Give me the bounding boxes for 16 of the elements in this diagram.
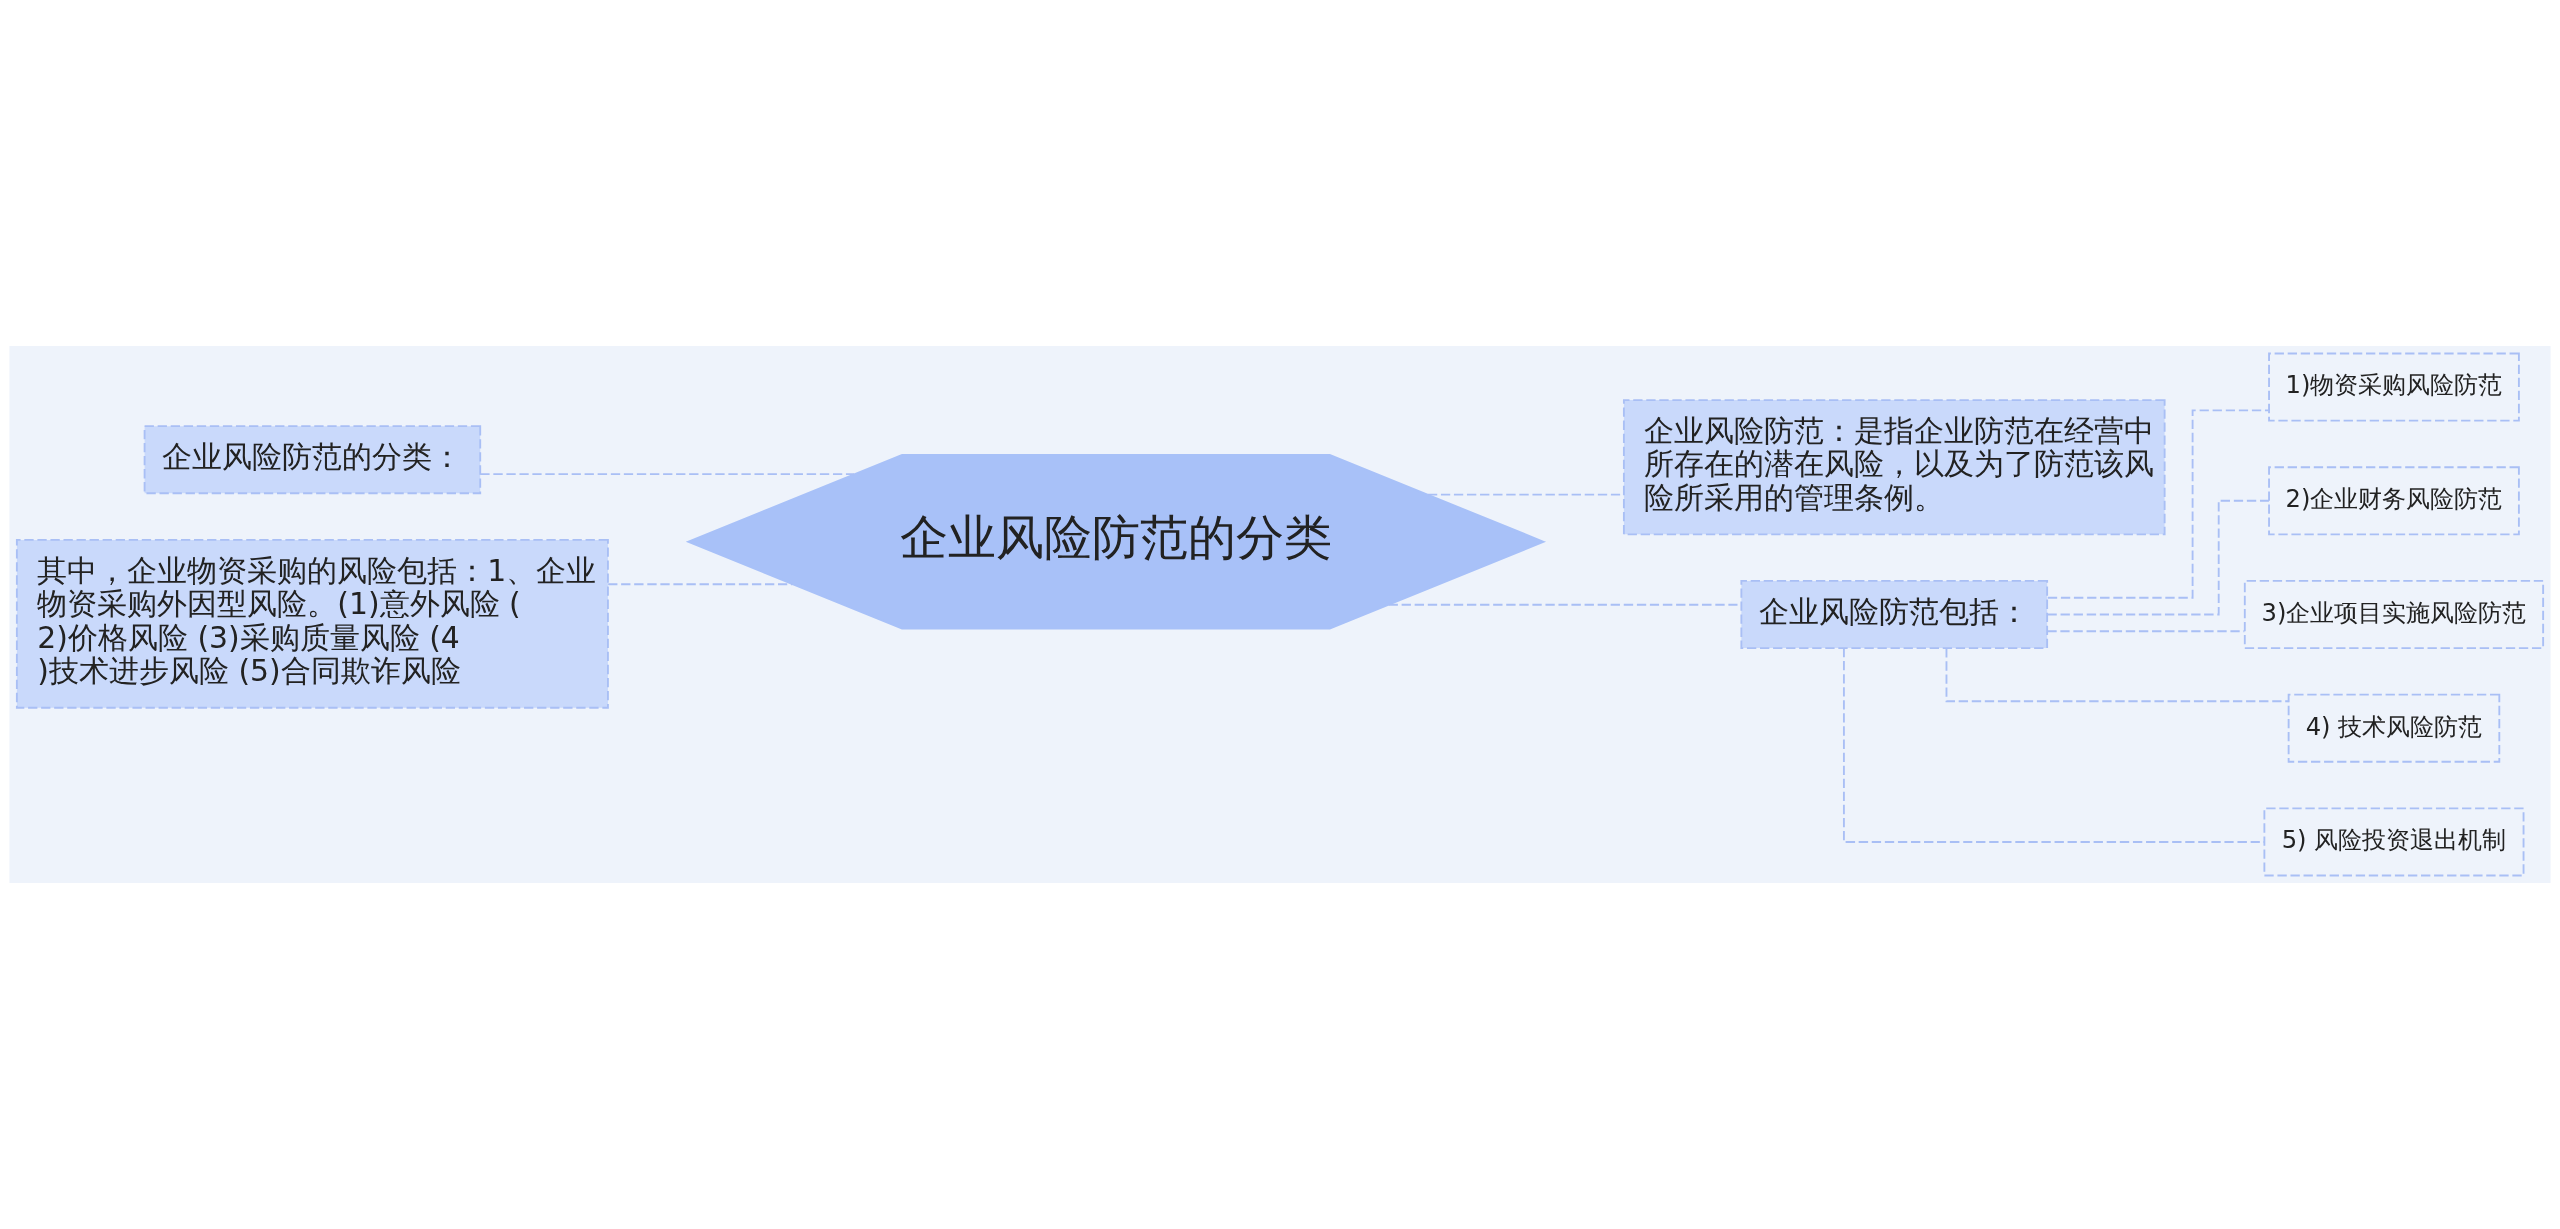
connector	[1843, 647, 2266, 843]
node-box: 2)企业财务风险防范	[2268, 466, 2520, 536]
node-box: 企业风险防范：是指企业防范在经营中所存在的潜在风险，以及为了防范该风险所采用的管理条例。	[1622, 399, 2166, 536]
node-box: 4) 技术风险防范	[2287, 693, 2501, 763]
connector	[1945, 647, 2290, 703]
node-box: 5) 风险投资退出机制	[2263, 807, 2525, 877]
connector	[2046, 409, 2270, 599]
node-box: 3)企业项目实施风险防范	[2243, 580, 2545, 649]
connector	[607, 583, 794, 586]
connector	[2046, 499, 2270, 616]
node-box: 其中，企业物资采购的风险包括：1、企业物资采购外因型风险。(1)意外风险 (2)价格风险 (3)采购质量风险 (4)技术进步风险 (5)合同欺诈风险	[15, 539, 609, 709]
node-box: 1)物资采购风险防范	[2268, 352, 2520, 422]
node-box: 企业风险防范包括：	[1740, 580, 2049, 649]
node-box: 企业风险防范的分类：	[143, 425, 482, 495]
connector	[2046, 630, 2246, 633]
connector	[479, 473, 855, 476]
